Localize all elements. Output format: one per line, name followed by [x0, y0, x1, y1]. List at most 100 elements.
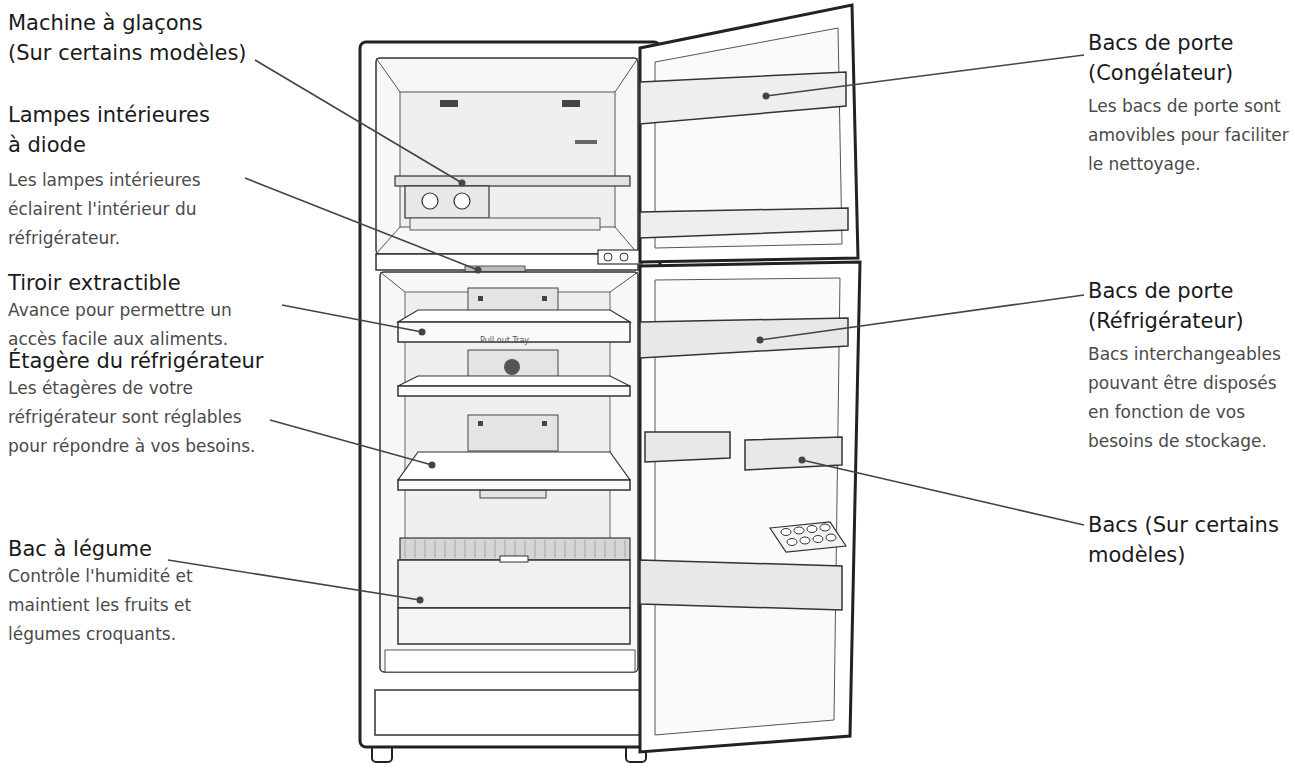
leader-dot [763, 93, 770, 100]
fridge-door-bin [640, 560, 842, 610]
air-vent [575, 140, 597, 144]
perspective-line [376, 58, 400, 92]
pull-out-tray [398, 310, 630, 322]
temperature-dial [504, 359, 520, 375]
crisper-grid [485, 540, 486, 558]
crisper-drawer [398, 560, 630, 608]
crisper-grid [605, 540, 606, 558]
air-duct-panel [480, 490, 546, 498]
leader-line [255, 60, 462, 183]
fridge-door [640, 262, 860, 752]
egg-cup [813, 536, 823, 543]
leader-line [245, 178, 478, 270]
crisper-grid [575, 540, 576, 558]
egg-cup [826, 534, 836, 541]
small-door-bin [645, 432, 730, 462]
egg-cup [787, 539, 797, 546]
base-grille [375, 690, 640, 735]
part-heading: Étagère du réfrigérateur [8, 346, 328, 376]
crisper-grid [545, 540, 546, 558]
ice-maker-shelf [395, 176, 630, 186]
freezer-door-bin [640, 208, 848, 238]
leader-dot [799, 457, 806, 464]
egg-cup [794, 527, 804, 534]
fridge-shelf [398, 386, 630, 396]
part-description: Avance pour permettre un accès facile au… [8, 296, 258, 354]
perspective-line [380, 272, 405, 292]
crisper-grid [475, 540, 476, 558]
freezer-back-wall [400, 92, 615, 227]
part-heading: Lampes intérieures à diode [8, 100, 223, 160]
crisper-grid [555, 540, 556, 558]
leader-line [760, 295, 1084, 340]
crisper-grid [465, 540, 466, 558]
egg-cup [800, 537, 810, 544]
crisper-grid [625, 540, 626, 558]
leader-line [766, 55, 1084, 96]
leader-line [270, 420, 432, 465]
part-description: Les lampes intérieures éclairent l'intér… [8, 166, 248, 253]
crisper-grid [565, 540, 566, 558]
part-description: Les bacs de porte sont amovibles pour fa… [1088, 92, 1294, 179]
perspective-line [615, 58, 638, 92]
fridge-floor [385, 650, 635, 672]
perspective-line [610, 272, 638, 292]
part-description: Bacs interchangeables pouvant être dispo… [1088, 340, 1294, 456]
fridge-door-bin [640, 318, 848, 358]
duct-slot [478, 296, 483, 301]
crisper-grid [515, 540, 516, 558]
part-heading: Machine à glaçons (Sur certains modèles) [8, 8, 250, 68]
crisper-grid [415, 540, 416, 558]
crisper-grid [495, 540, 496, 558]
fridge-shelf [398, 376, 630, 386]
egg-cup [781, 529, 791, 536]
cabinet-body [360, 42, 660, 747]
control-panel [598, 250, 642, 264]
control-knob [604, 253, 612, 261]
drawer-handle [500, 556, 528, 562]
part-heading: Bacs de porte (Réfrigérateur) [1088, 276, 1288, 336]
crisper-grid [615, 540, 616, 558]
part-description: Les étagères de votre réfrigérateur sont… [8, 374, 268, 461]
leader-dot [757, 337, 764, 344]
leader-dot [429, 462, 436, 469]
fridge-shelf [398, 480, 630, 490]
egg-cup [807, 526, 817, 533]
leader-line [282, 305, 422, 332]
control-knob [620, 253, 628, 261]
ice-maker-knob [454, 193, 470, 209]
air-duct-panel [468, 415, 558, 451]
crisper-grid [525, 540, 526, 558]
part-heading: Bac à légume [8, 534, 308, 564]
leader-line [168, 560, 420, 600]
crisper-grid [445, 540, 446, 558]
crisper-grid [455, 540, 456, 558]
duct-slot [478, 421, 483, 426]
egg-cup [820, 524, 830, 531]
crisper-grid [535, 540, 536, 558]
ice-maker-unit [405, 186, 489, 218]
crisper-drawer [398, 608, 630, 644]
freezer-door-bin [640, 72, 846, 124]
ice-maker-knob [422, 193, 438, 209]
part-description: Contrôle l'humidité et maintient les fru… [8, 562, 218, 649]
crisper-grid [435, 540, 436, 558]
crisper-grid [595, 540, 596, 558]
air-vent [440, 100, 458, 107]
part-heading: Tiroir extractible [8, 268, 308, 298]
leader-dot [475, 267, 482, 274]
crisper-grid [425, 540, 426, 558]
part-heading: Bacs (Sur certains modèles) [1088, 510, 1293, 570]
egg-tray [770, 522, 846, 552]
crisper-grid [405, 540, 406, 558]
tray-label: Pull out Tray [480, 336, 550, 346]
air-vent [562, 100, 580, 107]
duct-slot [542, 296, 547, 301]
leader-dot [417, 597, 424, 604]
freezer-door [640, 5, 858, 262]
crisper-grid [585, 540, 586, 558]
part-heading: Bacs de porte (Congélateur) [1088, 28, 1288, 88]
fridge-compartment [380, 272, 638, 672]
crisper-grid [505, 540, 506, 558]
ice-tray [410, 218, 600, 230]
